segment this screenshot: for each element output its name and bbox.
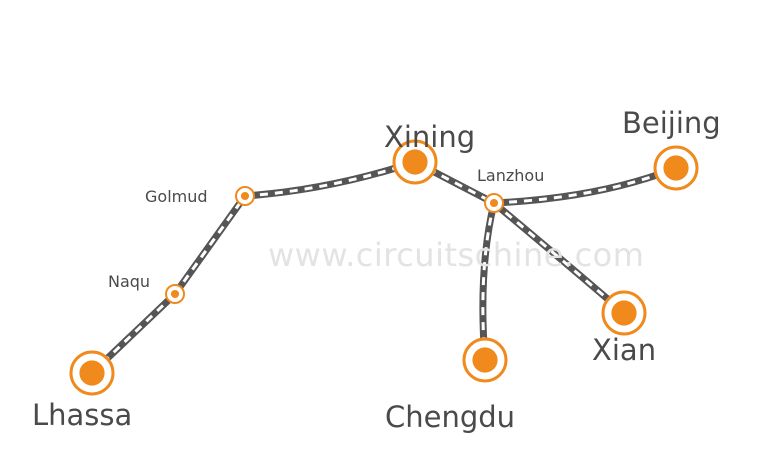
- station-label-golmud: Golmud: [145, 187, 208, 206]
- station-label-xian: Xian: [592, 333, 657, 367]
- station-marker-xian[interactable]: [601, 290, 647, 336]
- station-marker-chengdu[interactable]: [462, 337, 508, 383]
- station-marker-lhassa[interactable]: [69, 350, 115, 396]
- track-golmud-xining: [241, 158, 419, 200]
- track-dash-naqu-golmud: [173, 195, 247, 295]
- station-marker-naqu[interactable]: [165, 284, 185, 304]
- station-dot-beijing: [663, 155, 689, 181]
- station-label-lanzhou: Lanzhou: [477, 166, 545, 185]
- station-marker-golmud[interactable]: [235, 186, 255, 206]
- station-marker-lanzhou[interactable]: [484, 193, 504, 213]
- station-label-chengdu: Chengdu: [385, 400, 516, 434]
- station-dot-golmud: [240, 191, 250, 201]
- station-dot-chengdu: [472, 347, 498, 373]
- station-dot-xining: [402, 149, 428, 175]
- station-dot-naqu: [170, 289, 180, 299]
- station-marker-xining[interactable]: [392, 139, 438, 185]
- station-dot-lhassa: [79, 360, 105, 386]
- station-dot-xian: [611, 300, 637, 326]
- station-label-lhassa: Lhassa: [32, 398, 133, 432]
- station-marker-beijing[interactable]: [653, 145, 699, 191]
- station-label-naqu: Naqu: [108, 272, 151, 291]
- stations: [69, 139, 699, 396]
- station-label-xining: Xining: [384, 120, 476, 154]
- station-dot-lanzhou: [489, 198, 499, 208]
- watermark: www.circuitschine.com: [268, 236, 645, 274]
- station-label-beijing: Beijing: [622, 106, 721, 140]
